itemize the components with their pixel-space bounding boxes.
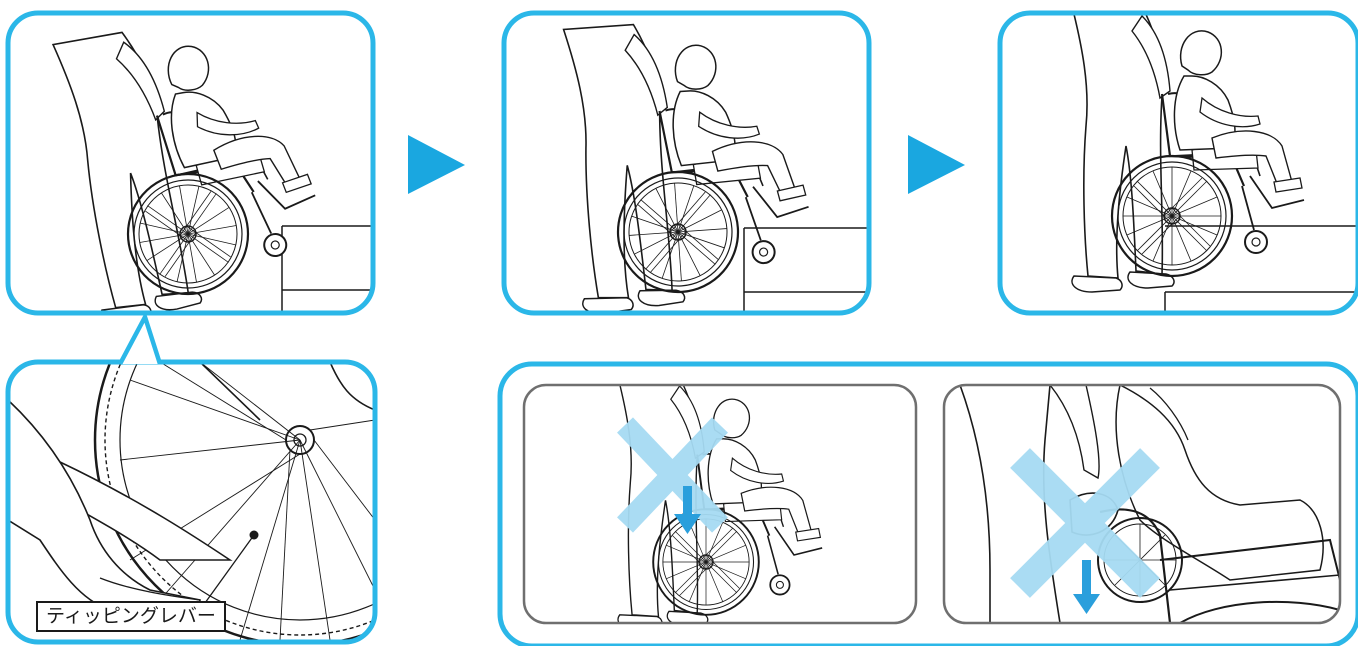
step-2-panel	[504, 13, 869, 315]
step-3-panel	[1000, 6, 1358, 313]
incorrect-example-1	[524, 377, 916, 629]
play-triangle-icon	[908, 135, 965, 194]
tipping-lever-label: ティッピングレバー	[36, 601, 226, 632]
incorrect-example-2	[944, 385, 1340, 623]
play-triangle-icon	[408, 135, 465, 194]
step-1-panel	[8, 4, 373, 326]
